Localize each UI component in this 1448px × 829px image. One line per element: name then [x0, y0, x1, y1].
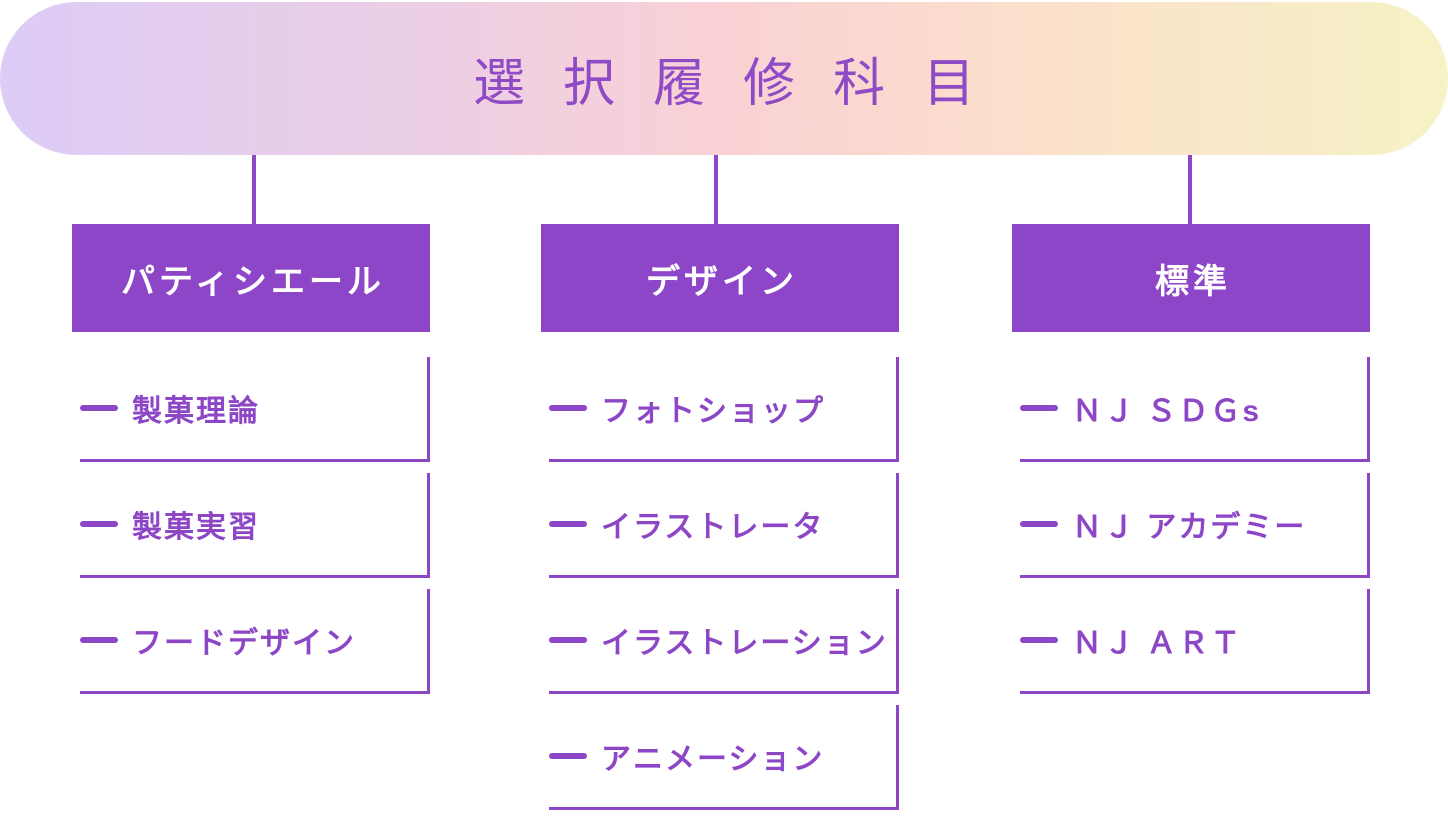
- connector-line-standard: [1188, 155, 1192, 224]
- course-label: 製菓理論: [132, 395, 260, 428]
- course-label: ＮＪ ＳＤＧs: [1072, 395, 1262, 428]
- course-item: ＮＪ ＡＲＴ: [1020, 589, 1370, 694]
- course-label: ＮＪ ＡＲＴ: [1072, 627, 1243, 660]
- course-item: ＮＪ アカデミー: [1020, 473, 1370, 578]
- course-item: 製菓理論: [80, 357, 430, 462]
- column-header-label: デザイン: [646, 262, 798, 301]
- course-item: ＮＪ ＳＤＧs: [1020, 357, 1370, 462]
- course-label: イラストレーション: [601, 627, 888, 660]
- connector-line-patissiere: [252, 155, 256, 224]
- course-label: ＮＪ アカデミー: [1072, 511, 1307, 544]
- course-item: イラストレーション: [549, 589, 899, 694]
- course-label: フードデザイン: [132, 627, 356, 660]
- course-label: アニメーション: [601, 743, 825, 776]
- column-design: デザイン フォトショップ イラストレータ イラストレーション アニメーション: [541, 224, 913, 821]
- course-list-design: フォトショップ イラストレータ イラストレーション アニメーション: [549, 357, 899, 810]
- course-list-patissiere: 製菓理論 製菓実習 フードデザイン: [80, 357, 430, 694]
- connector-line-design: [714, 155, 718, 224]
- dash-icon: [1020, 521, 1058, 527]
- dash-icon: [80, 521, 118, 527]
- column-header-label: 標準: [1155, 262, 1231, 301]
- course-item: 製菓実習: [80, 473, 430, 578]
- course-label: イラストレータ: [601, 511, 825, 544]
- dash-icon: [80, 405, 118, 411]
- column-patissiere: パティシエール 製菓理論 製菓実習 フードデザイン: [72, 224, 444, 705]
- course-item: フードデザイン: [80, 589, 430, 694]
- column-header-label: パティシエール: [121, 262, 385, 301]
- dash-icon: [1020, 637, 1058, 643]
- dash-icon: [549, 637, 587, 643]
- dash-icon: [549, 521, 587, 527]
- column-header-design: デザイン: [541, 224, 913, 347]
- page-title: 選択履修科目: [472, 55, 1013, 113]
- column-standard: 標準 ＮＪ ＳＤＧs ＮＪ アカデミー ＮＪ ＡＲＴ: [1012, 224, 1384, 705]
- course-item: フォトショップ: [549, 357, 899, 462]
- dash-icon: [1020, 405, 1058, 411]
- course-label: 製菓実習: [132, 511, 260, 544]
- column-header-patissiere: パティシエール: [72, 224, 444, 347]
- course-item: アニメーション: [549, 705, 899, 810]
- course-label: フォトショップ: [601, 395, 825, 428]
- title-banner: 選択履修科目: [0, 2, 1448, 155]
- course-item: イラストレータ: [549, 473, 899, 578]
- dash-icon: [549, 405, 587, 411]
- dash-icon: [549, 753, 587, 759]
- dash-icon: [80, 637, 118, 643]
- column-header-standard: 標準: [1012, 224, 1384, 347]
- course-list-standard: ＮＪ ＳＤＧs ＮＪ アカデミー ＮＪ ＡＲＴ: [1020, 357, 1370, 694]
